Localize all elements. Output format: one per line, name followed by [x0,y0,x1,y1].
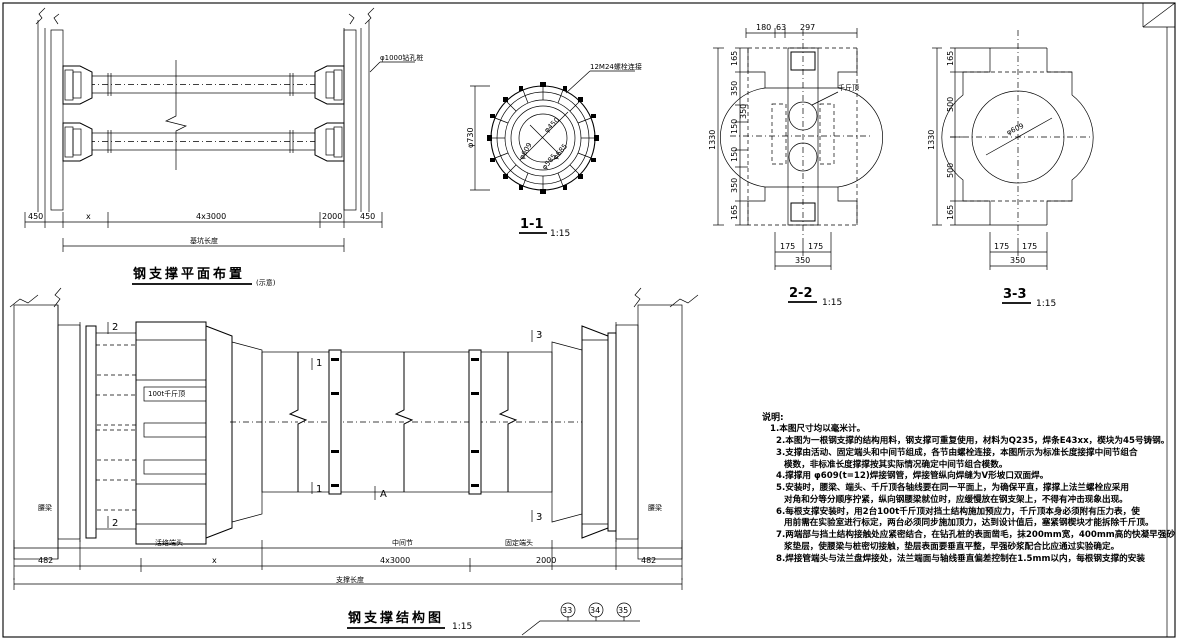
cut-mark-3-top: 3 [536,330,542,341]
jack-label: 100t千斤顶 [148,389,185,398]
cut-mark-2-bottom: 2 [112,518,118,529]
sec33-v-4: 165 [946,205,955,220]
sec33-v-2: 500 [946,97,955,112]
sec33-v-3: 500 [946,163,955,178]
cut-mark-a: A [380,489,387,500]
bubble-33: 33 [562,606,572,615]
struct-dim-2: x [212,556,217,565]
general-notes: 说明: 1.本图尺寸均以毫米计。 2.本图为一根钢支撑的结构用料，钢支撑可重复使… [762,412,1175,566]
struct-dim-1: 482 [38,556,53,565]
sec33-total: 1330 [927,130,936,150]
note-6-cont: 用前需在实验室进行标定，两台必须同步施加顶力，达到设计值后，塞紧钢楔块才能拆除千… [784,518,1154,529]
sec22-v-4: 150 [730,119,739,134]
cut-mark-1-top: 1 [316,358,322,369]
reference-bubbles: 33 34 35 [521,602,640,636]
bubble-34: 34 [590,606,600,615]
struct-dim-5: 482 [641,556,656,565]
sec22-jack-label: 千斤顶 [838,83,859,92]
note-3: 3.支撑由活动、固定端头和中间节组成，各节由螺栓连接，本图所示为标准长度接撑中间… [776,447,1138,458]
note-2: 2.本图为一根钢支撑的结构用料，钢支撑可重复使用，材料为Q235，焊条E43xx… [776,436,1170,447]
cut-mark-3-bottom: 3 [536,512,542,523]
sec22-v-5: 150 [730,147,739,162]
cut-mark-2-top: 2 [112,322,118,333]
break-mark [164,60,188,170]
pile-label: φ1000钻孔桩 [380,53,423,62]
sec22-v-3: 350 [739,104,748,119]
sec22-v-6: 350 [730,178,739,193]
note-7: 7.两端部与挡土结构接触处应紧密结合，在钻孔桩的表面凿毛，抹200mm宽，400… [776,530,1175,541]
section-3-3: φ609 165 500 500 165 1330 175 175 350 3-… [927,30,1094,309]
notes-heading: 说明: [762,413,784,423]
sec22-v-2: 350 [730,81,739,96]
segment-fixed: 固定端头 [505,538,533,547]
sec33-v-1: 165 [946,51,955,66]
sec11-d450: φ450 [543,116,561,134]
segment-active: 活络端头 [155,538,183,547]
sec22-top-dim-1: 180 [756,23,771,32]
sec33-scale: 1:15 [1036,299,1056,309]
note-6: 6.每根支撑安装时，用2台100t千斤顶对挡土结构施加预应力，千斤顶本身必须附有… [776,506,1140,517]
sec11-d685: φ685 [551,142,569,161]
section-2-2: 千斤顶 180 63 297 165 350 350 150 150 350 1… [708,23,883,308]
sec33-bot-total: 350 [1010,256,1025,265]
structure-view: 腰梁 腰梁 100t千斤顶 [9,287,699,632]
note-5-cont: 对角和分等分顺序拧紧，纵向钢腰梁就位时，应缓慢放在钢支架上，不得有冲击现象出现。 [784,494,1128,505]
sec22-v-1: 165 [730,51,739,66]
cut-mark-1-bottom: 1 [316,484,322,495]
note-3-cont: 模数，非标准长度撑撑按其实际情况确定中间节组合模数。 [784,459,1008,470]
plan-dim-5: 450 [360,212,375,221]
sec22-bot-2: 175 [808,242,823,251]
sec33-bot-2: 175 [1022,242,1037,251]
note-7-cont: 浆垫层，使腰梁与桩密切接触，垫层表面要垂直平整，早强砂浆配合比应通过实验确定。 [784,541,1120,552]
sec22-top-dim-3: 297 [800,23,815,32]
plan-dim-1: 450 [28,212,43,221]
bubble-35: 35 [618,606,628,615]
struct-dim-4: 2000 [536,556,556,565]
sec11-bolt-label: 12M24螺栓连接 [590,62,642,71]
sec22-scale: 1:15 [822,298,842,308]
sec22-label: 2-2 [789,286,813,301]
note-4: 4.撑撑用 φ609(t=12)焊接钢管，焊接管纵向焊缝为V形坡口双面焊。 [776,471,1049,482]
plan-title-suffix: (示意) [256,278,276,287]
plan-dim-4: 2000 [322,212,342,221]
section-1-1: φ450 φ609 φ585 φ685 12M24螺栓连接 φ730 1-1 1… [466,62,642,239]
struct-overall-label: 支撑长度 [336,575,364,584]
plan-overall-label: 基坑长度 [190,236,218,245]
sec22-bot-1: 175 [780,242,795,251]
sec33-label: 3-3 [1003,287,1027,302]
sec11-dia: φ730 [466,127,475,148]
structure-title: 钢支撑结构图 [348,610,444,626]
note-8: 8.焊接管端头与法兰盘焊接处，法兰端面与轴线垂直偏差控制在1.5mm以内，每根钢… [776,553,1145,564]
struct-dim-3: 4x3000 [380,556,410,565]
sec22-bot-total: 350 [795,256,810,265]
plan-view: φ1000钻孔桩 450 x 4x3000 2000 450 基坑长度 钢支撑平… [24,7,423,287]
note-1: 1.本图尺寸均以毫米计。 [770,424,866,435]
segment-middle: 中间节 [392,538,413,547]
sec22-v-7: 165 [730,205,739,220]
plan-title: 钢支撑平面布置 [133,266,245,282]
waler-left-label: 腰梁 [38,503,52,512]
sec22-total: 1330 [708,130,717,150]
sec11-scale: 1:15 [550,229,570,239]
sec33-bot-1: 175 [994,242,1009,251]
plan-dim-3: 4x3000 [196,212,226,221]
plan-dim-2: x [86,212,91,221]
note-5: 5.安装时，腰梁、端头、千斤顶各轴线要在同一平面上，为确保平直，撑撑上法兰螺栓应… [776,483,1129,494]
structure-scale: 1:15 [452,622,472,632]
sec11-label: 1-1 [520,217,544,232]
waler-right-label: 腰梁 [648,503,662,512]
sec22-top-dim-2: 63 [776,23,786,32]
